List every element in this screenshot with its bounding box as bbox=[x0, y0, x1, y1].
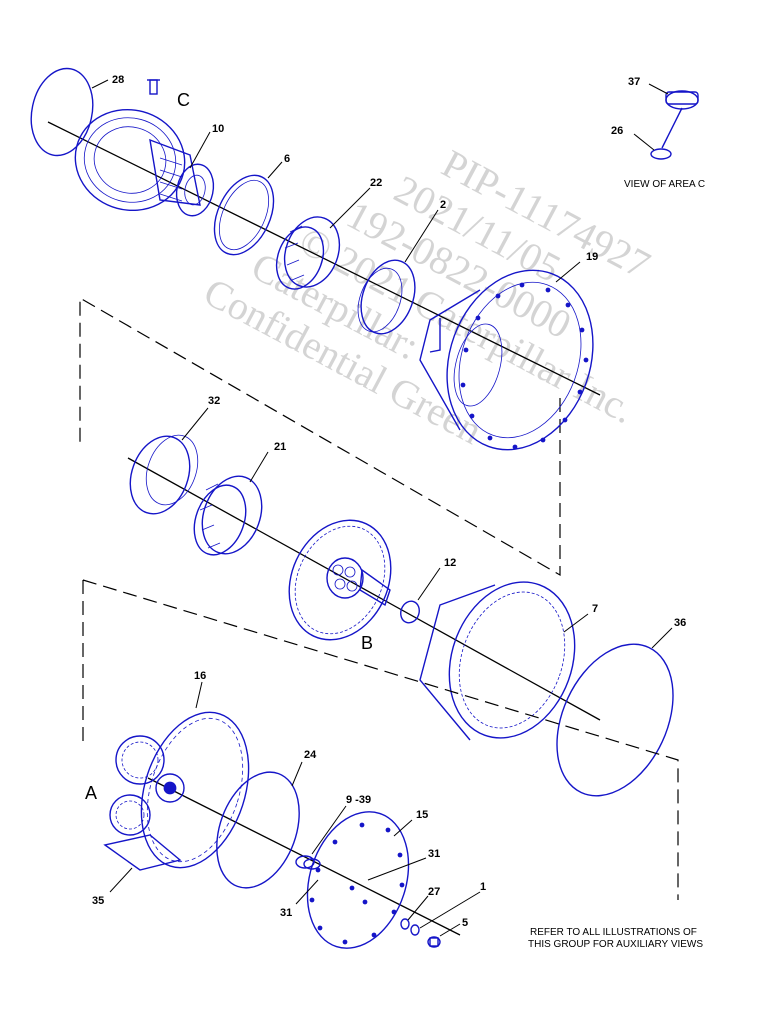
callout-16: 16 bbox=[194, 670, 206, 682]
area-label-a: A bbox=[85, 783, 97, 803]
callout-32: 32 bbox=[208, 395, 220, 407]
part-36-o-ring bbox=[556, 643, 674, 797]
callout-35: 35 bbox=[92, 895, 104, 907]
view-of-area-c-parts bbox=[650, 90, 699, 160]
upper-phantom-box bbox=[79, 296, 561, 577]
callout-15: 15 bbox=[416, 809, 428, 821]
area-label-b: B bbox=[361, 633, 373, 653]
view-of-area-c-caption: VIEW OF AREA C bbox=[624, 179, 705, 190]
auxiliary-note-line-1: REFER TO ALL ILLUSTRATIONS OF bbox=[530, 927, 697, 938]
callout-6: 6 bbox=[284, 153, 290, 165]
callout-9-39: 9 -39 bbox=[346, 794, 371, 806]
callout-31-lower: 31 bbox=[280, 907, 292, 919]
part-24-o-ring bbox=[216, 771, 300, 889]
part-6-ring bbox=[213, 174, 275, 256]
callout-36: 36 bbox=[674, 617, 686, 629]
callout-22: 22 bbox=[370, 177, 382, 189]
auxiliary-note-line-2: THIS GROUP FOR AUXILIARY VIEWS bbox=[528, 939, 703, 950]
callout-1: 1 bbox=[480, 881, 486, 893]
part-28-o-ring bbox=[30, 67, 94, 157]
part-2-bearing-cup bbox=[357, 259, 416, 335]
part-b-gear-carrier bbox=[288, 519, 392, 641]
callout-27: 27 bbox=[428, 886, 440, 898]
parts-27-1-5-fasteners bbox=[400, 918, 441, 948]
part-22-bearing bbox=[275, 216, 341, 290]
part-10-hub bbox=[74, 108, 215, 217]
part-19-housing bbox=[419, 269, 594, 451]
area-label-c: C bbox=[177, 90, 190, 110]
callout-28: 28 bbox=[112, 74, 124, 86]
callout-26: 26 bbox=[611, 125, 623, 137]
bolt-near-area-c bbox=[147, 79, 160, 95]
callout-2: 2 bbox=[440, 199, 446, 211]
leader-lines bbox=[91, 79, 673, 937]
part-21-bearing bbox=[193, 475, 263, 556]
part-15-cover-plate bbox=[306, 811, 410, 949]
callout-19: 19 bbox=[586, 251, 598, 263]
callout-7: 7 bbox=[592, 603, 598, 615]
callout-31-upper: 31 bbox=[428, 848, 440, 860]
callout-24: 24 bbox=[304, 749, 317, 761]
part-32-cup bbox=[129, 434, 199, 515]
part-12-ring bbox=[400, 600, 420, 624]
upper-centerline bbox=[47, 121, 601, 396]
callout-37: 37 bbox=[628, 76, 640, 88]
callout-12: 12 bbox=[444, 557, 456, 569]
callout-21: 21 bbox=[274, 441, 286, 453]
lower-phantom-box bbox=[82, 579, 679, 900]
callout-10: 10 bbox=[212, 123, 224, 135]
part-16-planetary-carrier bbox=[103, 711, 250, 871]
callout-5: 5 bbox=[462, 917, 468, 929]
part-7-ring-gear bbox=[419, 581, 576, 741]
